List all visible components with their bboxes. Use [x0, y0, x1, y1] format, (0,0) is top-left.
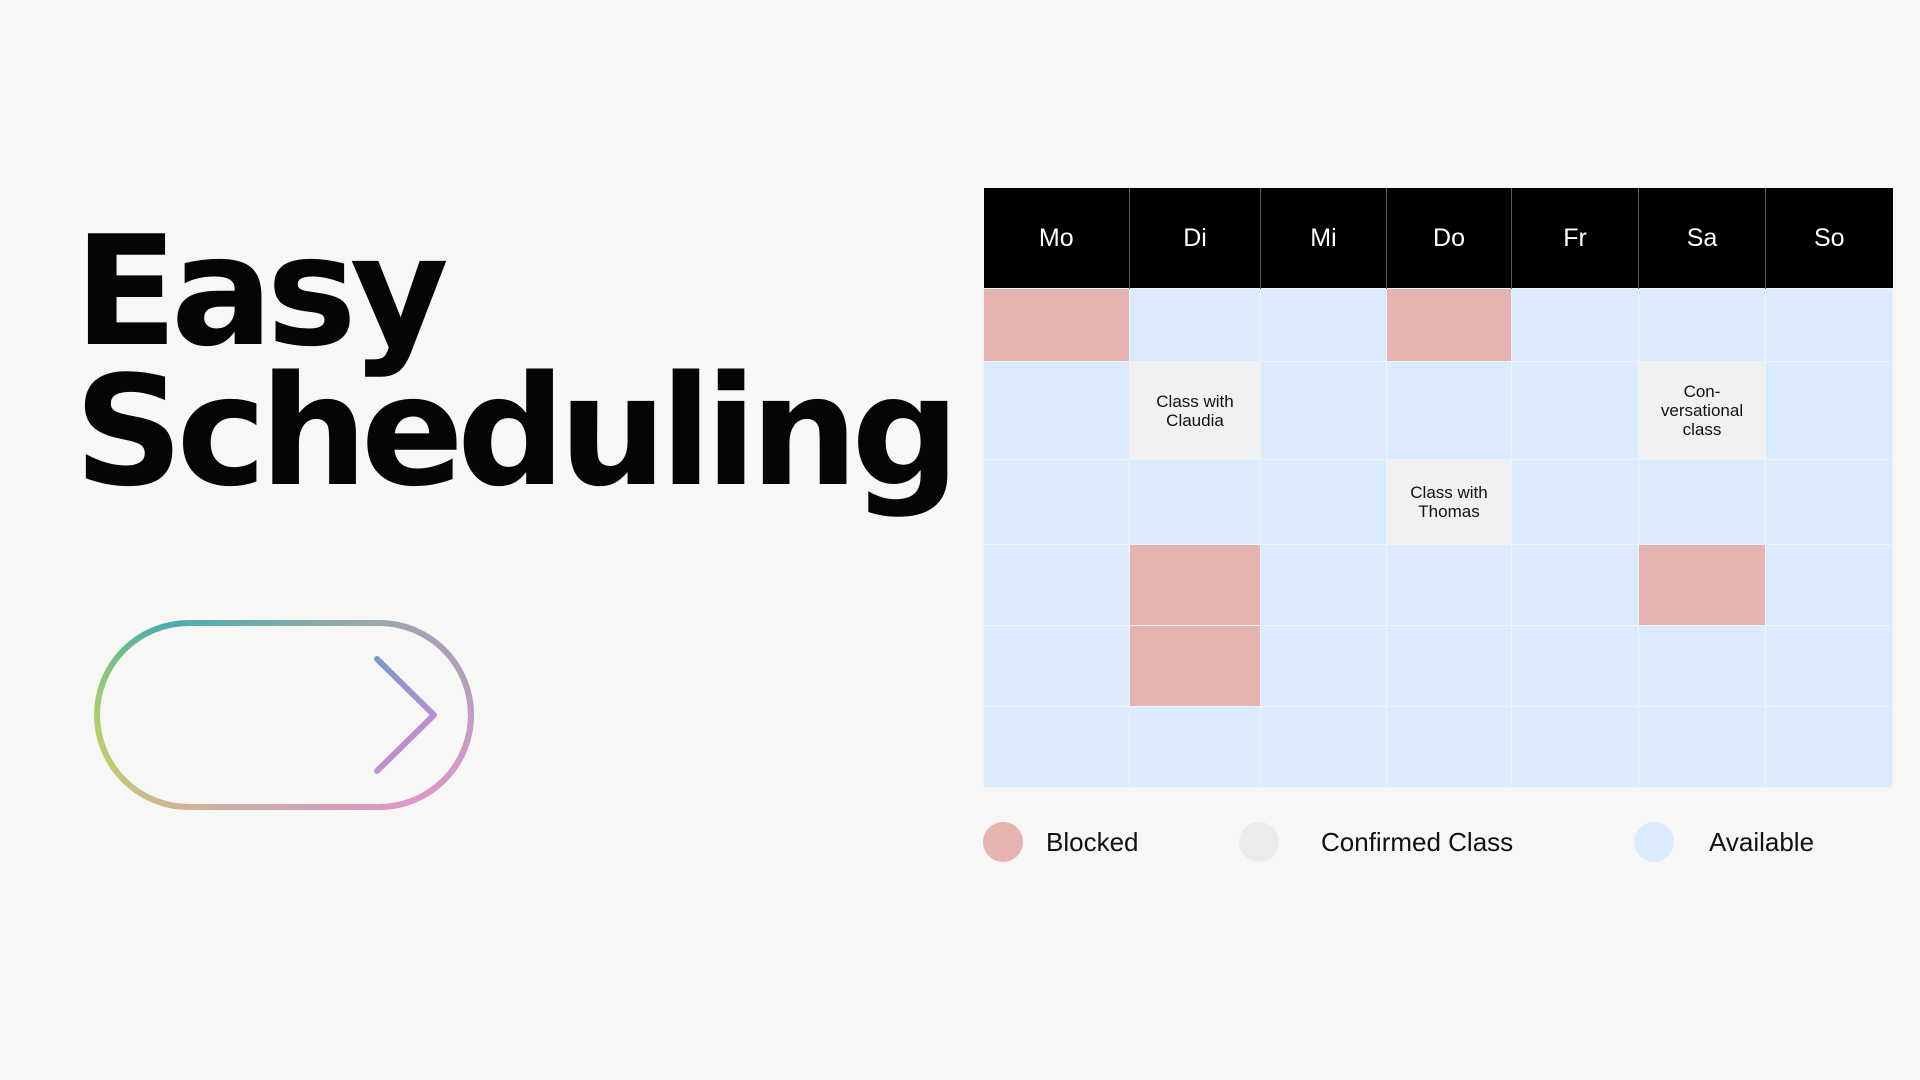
calendar-slot-confirmed[interactable]: Class with Thomas	[1386, 459, 1512, 545]
calendar-slot-available[interactable]	[1765, 544, 1893, 626]
calendar-slot-available[interactable]	[1260, 288, 1387, 362]
calendar-slot-available[interactable]	[1511, 288, 1639, 362]
class-label: Class with Claudia	[1156, 391, 1234, 430]
calendar-slot-available[interactable]	[983, 706, 1130, 788]
calendar-slot-available[interactable]	[1765, 288, 1893, 362]
calendar-slot-available[interactable]	[983, 625, 1130, 707]
calendar-slot-available[interactable]	[1765, 361, 1893, 460]
legend-label-available: Available	[1709, 826, 1815, 857]
legend-label-blocked: Blocked	[1046, 826, 1139, 857]
calendar-slot-available[interactable]	[1386, 361, 1512, 460]
calendar-slot-available[interactable]	[1260, 361, 1387, 460]
calendar-row	[983, 706, 1893, 788]
calendar-slot-available[interactable]	[983, 459, 1130, 545]
calendar-slot-available[interactable]	[1765, 706, 1893, 788]
calendar-slot-available[interactable]	[1638, 288, 1766, 362]
calendar-slot-available[interactable]	[1129, 706, 1261, 788]
calendar-slot-available[interactable]	[1260, 625, 1387, 707]
class-label: Class with Thomas	[1410, 483, 1488, 521]
legend: Blocked Confirmed Class Available	[983, 820, 1883, 864]
next-arrow-button[interactable]	[92, 618, 476, 812]
calendar-slot-available[interactable]	[1386, 625, 1512, 707]
legend-swatch-blocked	[983, 822, 1023, 862]
calendar-slot-available[interactable]	[1386, 706, 1512, 788]
legend-label-confirmed: Confirmed Class	[1321, 826, 1514, 857]
calendar-slot-available[interactable]	[1765, 459, 1893, 545]
calendar-slot-available[interactable]	[1511, 706, 1639, 788]
calendar-slot-available[interactable]	[1260, 544, 1387, 626]
legend-swatch-available	[1634, 822, 1674, 862]
class-label: Con-versational class	[1660, 382, 1744, 439]
calendar-slot-available[interactable]	[1638, 625, 1766, 707]
calendar-row: Class with Claudia Con-versational class	[983, 361, 1893, 460]
calendar-slot-available[interactable]	[1638, 706, 1766, 788]
calendar-slot-available[interactable]	[1511, 544, 1639, 626]
page-title-line-1: Easy	[74, 203, 449, 380]
calendar-row	[983, 288, 1893, 362]
calendar-row	[983, 625, 1893, 707]
day-header-di: Di	[1129, 188, 1261, 289]
calendar-slot-confirmed[interactable]: Class with Claudia	[1129, 361, 1261, 460]
calendar-slot-available[interactable]	[1511, 625, 1639, 707]
day-header-sa: Sa	[1638, 188, 1766, 289]
legend-swatch-confirmed	[1239, 822, 1279, 862]
calendar-header-row: Mo Di Mi Do Fr Sa So	[983, 188, 1893, 289]
page-title: Easy Scheduling	[74, 203, 960, 520]
legend-item-available: Available	[1634, 820, 1814, 864]
day-header-mi: Mi	[1260, 188, 1387, 289]
calendar-slot-available[interactable]	[1765, 625, 1893, 707]
legend-item-blocked: Blocked	[983, 820, 1139, 864]
calendar-slot-blocked[interactable]	[983, 288, 1130, 362]
calendar-slot-confirmed[interactable]: Con-versational class	[1638, 361, 1766, 460]
calendar-slot-available[interactable]	[1260, 706, 1387, 788]
page-title-line-2: Scheduling	[74, 343, 960, 520]
day-header-do: Do	[1386, 188, 1512, 289]
calendar-slot-available[interactable]	[983, 544, 1130, 626]
calendar-slot-available[interactable]	[1386, 544, 1512, 626]
legend-item-confirmed: Confirmed Class	[1239, 820, 1513, 864]
arrow-right-icon	[94, 620, 474, 810]
calendar-slot-available[interactable]	[1511, 361, 1639, 460]
calendar-slot-blocked[interactable]	[1129, 544, 1261, 626]
calendar-row: Class with Thomas	[983, 459, 1893, 545]
calendar-slot-available[interactable]	[1260, 459, 1387, 545]
calendar-slot-available[interactable]	[1638, 459, 1766, 545]
calendar-slot-blocked[interactable]	[1386, 288, 1512, 362]
calendar-slot-blocked[interactable]	[1129, 625, 1261, 707]
calendar-slot-available[interactable]	[983, 361, 1130, 460]
day-header-mo: Mo	[983, 188, 1130, 289]
calendar-slot-available[interactable]	[1511, 459, 1639, 545]
calendar-slot-available[interactable]	[1129, 288, 1261, 362]
calendar-slot-blocked[interactable]	[1638, 544, 1766, 626]
day-header-so: So	[1765, 188, 1893, 289]
calendar-row	[983, 544, 1893, 626]
calendar-slot-available[interactable]	[1129, 459, 1261, 545]
day-header-fr: Fr	[1511, 188, 1639, 289]
